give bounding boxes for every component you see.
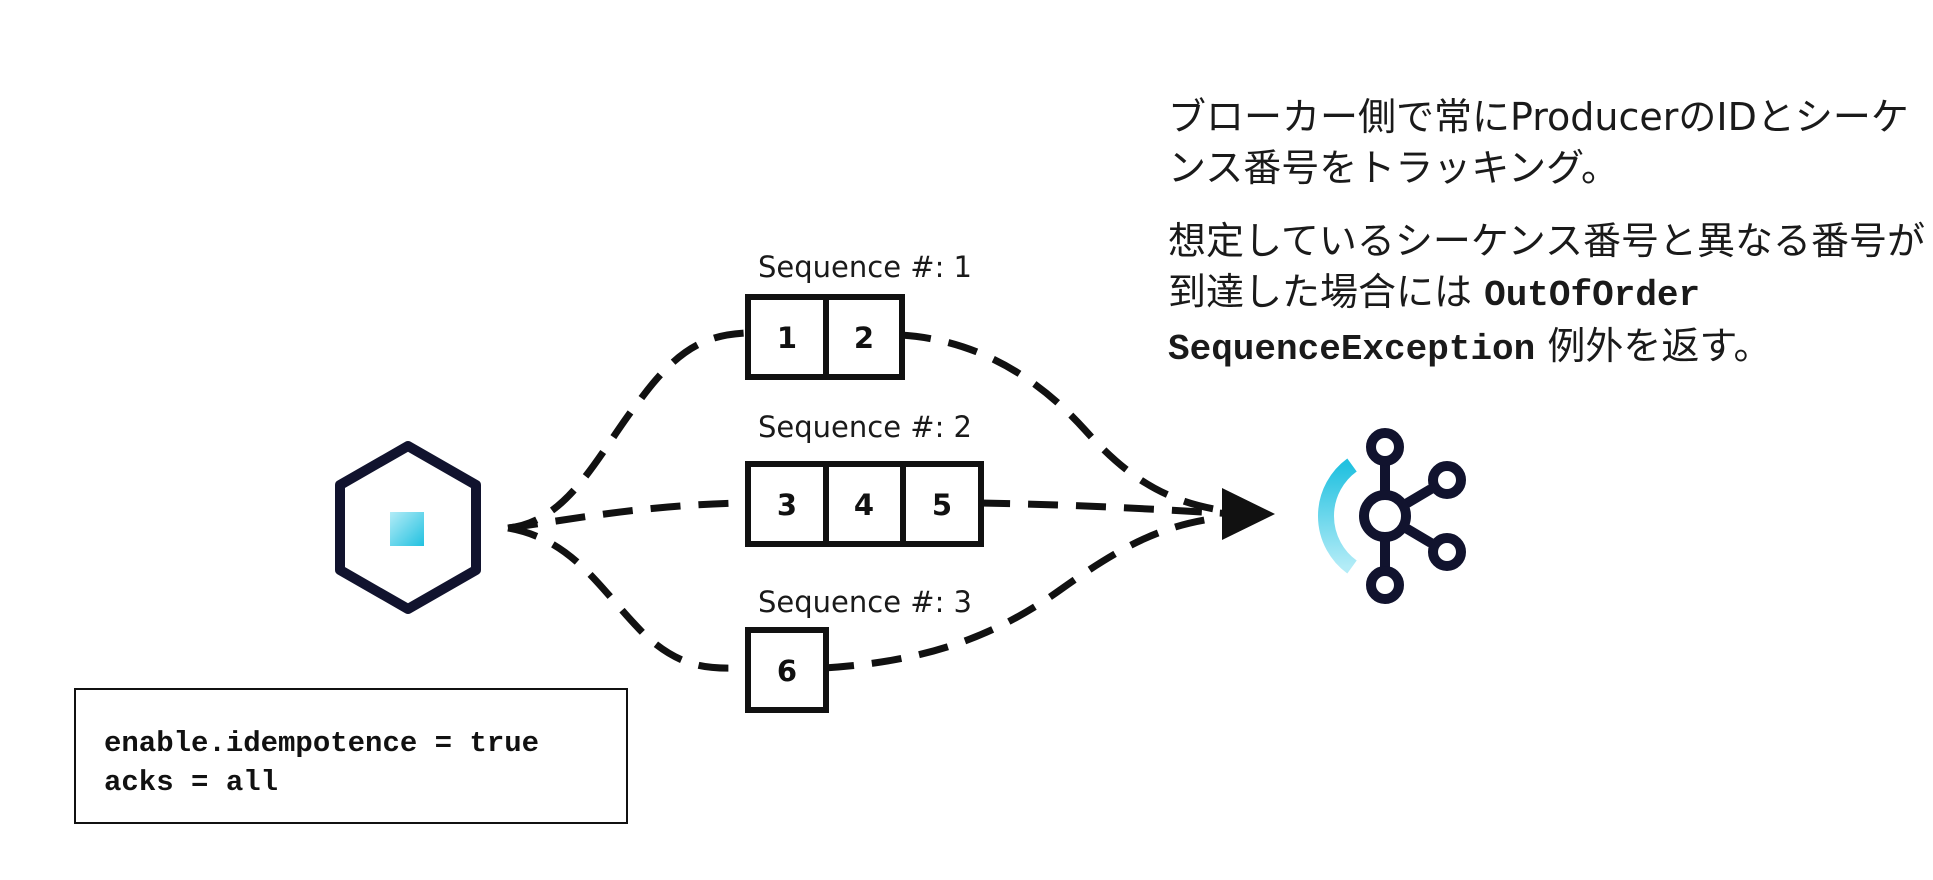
record-6: 6 (777, 654, 797, 688)
record-3: 3 (777, 488, 797, 522)
record-1: 1 (777, 321, 797, 355)
flow-path-batch-1-in (507, 329, 746, 532)
exception-name-part-1: OutOfOrder (1484, 275, 1701, 316)
explanation-text-after-code: 例外を返す。 (1535, 324, 1772, 368)
config-line-idempotence: enable.idempotence = true (104, 727, 540, 760)
sequence-label-3: Sequence #: 3 (758, 585, 972, 619)
config-line-acks: acks = all (104, 766, 279, 799)
batch-sequence-1: Sequence #: 1 1 2 (745, 250, 972, 380)
flow-path-batch-3-out (823, 512, 1236, 672)
explanation-text-before-code: 想定しているシーケンス番号と異なる番号が到達した場合には (1168, 219, 1925, 314)
flow-path-batch-1-out (900, 331, 1236, 516)
record-4: 4 (854, 488, 874, 522)
producer-hexagon-icon (335, 441, 481, 614)
batch-sequence-2: Sequence #: 2 3 4 5 (745, 410, 984, 547)
explanation-paragraph-1: ブローカー側で常にProducerのIDとシーケンス番号をトラッキング。 (1168, 95, 1909, 190)
producer-config-box: enable.idempotence = true acks = all (74, 688, 628, 824)
kafka-broker-icon (1317, 428, 1466, 604)
record-5: 5 (932, 488, 952, 522)
sequence-label-2: Sequence #: 2 (758, 410, 972, 444)
flow-path-batch-2-out (979, 499, 1236, 518)
batch-sequence-3: Sequence #: 3 6 (745, 585, 972, 713)
explanation-text: ブローカー側で常にProducerのIDとシーケンス番号をトラッキング。 想定し… (1168, 92, 1928, 397)
exception-name-part-2: SequenceException (1168, 329, 1536, 370)
sequence-label-1: Sequence #: 1 (758, 250, 972, 284)
arrowhead-icon (1222, 488, 1275, 540)
record-2: 2 (854, 321, 874, 355)
flow-path-batch-2-in (507, 499, 746, 532)
flow-path-batch-3-in (507, 524, 746, 672)
